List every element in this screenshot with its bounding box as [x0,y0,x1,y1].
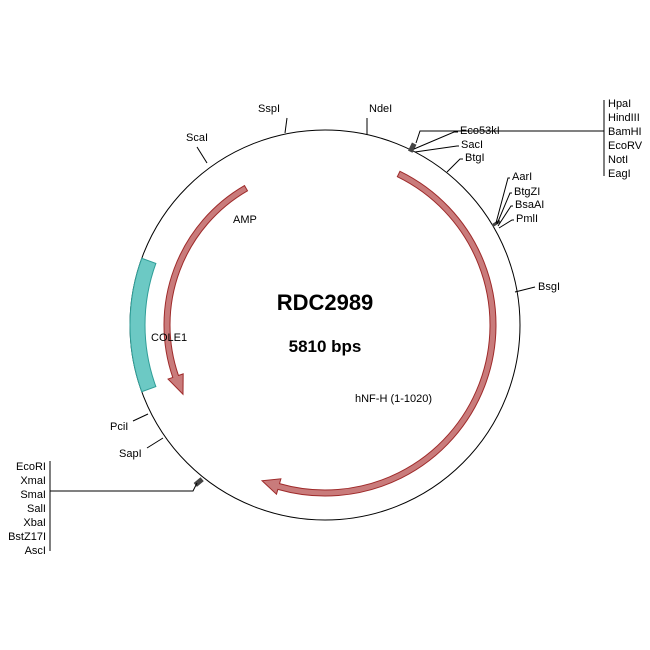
site-label-scai: ScaI [186,132,208,144]
cole1-label: COLE1 [151,332,187,344]
mcs-bottom-label: SalI [27,503,46,515]
plasmid-size: 5810 bps [289,337,362,356]
mcs-top-label: EcoRV [608,140,643,152]
mcs-bottom-label: AscI [25,545,46,557]
plasmid-name: RDC2989 [277,290,374,315]
mcs-bottom-label: BstZ17I [8,531,46,543]
site-leader-eco53ki [413,131,458,150]
site-leader-saci [414,145,459,153]
site-label-pcii: PciI [110,421,128,433]
cole1-box [129,257,157,393]
mcs-bottom-leader [50,482,198,492]
mcs-top-label: BamHI [608,126,642,138]
site-label-sspi: SspI [258,103,280,115]
hnfh-label: hNF-H (1-1020) [355,393,432,405]
site-label-bsgi: BsgI [538,281,560,293]
site-tick-pcii [132,413,149,422]
site-leader-btgzi [496,192,512,225]
mcs-bottom-label: EcoRI [16,461,46,473]
site-leader-aari [495,177,510,224]
site-leader-btgi [446,158,463,173]
mcs-bottom-label: XmaI [20,475,46,487]
mcs-bottom-labels: EcoRI XmaI SmaI SalI XbaI BstZ17I AscI [8,461,46,557]
mcs-top-label: HpaI [608,98,631,110]
site-label-eco53ki: Eco53kI [460,125,500,137]
site-label-saci: SacI [461,139,483,151]
backbone-circle [129,129,521,521]
site-tick-bsgi [514,286,536,293]
mcs-bottom-label: SmaI [20,489,46,501]
mcs-top-label: HindIII [608,112,640,124]
amp-label: AMP [233,214,257,226]
site-label-pmli: PmlI [516,213,538,225]
amp-arrow [163,184,249,396]
site-label-ndei: NdeI [369,103,392,115]
mcs-top-labels: HpaI HindIII BamHI EcoRV NotI EagI [608,98,643,180]
site-label-sapi: SapI [119,448,142,460]
site-label-bsaai: BsaAI [515,199,544,211]
site-leader-bsaai [497,205,513,227]
site-label-aari: AarI [512,171,532,183]
mcs-top-marker [408,142,417,153]
mcs-bottom-marker [193,477,204,487]
site-label-btgzi: BtgZI [514,186,540,198]
hnfh-arrow [260,170,497,497]
site-tick-sapi [146,437,164,449]
mcs-bottom-label: XbaI [23,517,46,529]
site-tick-sspi [284,117,288,134]
mcs-top-leader [415,130,604,144]
site-label-btgi: BtgI [465,152,485,164]
mcs-top-label: EagI [608,168,631,180]
site-tick-scai [196,146,208,164]
site-leader-pmli [498,219,514,229]
mcs-top-label: NotI [608,154,628,166]
